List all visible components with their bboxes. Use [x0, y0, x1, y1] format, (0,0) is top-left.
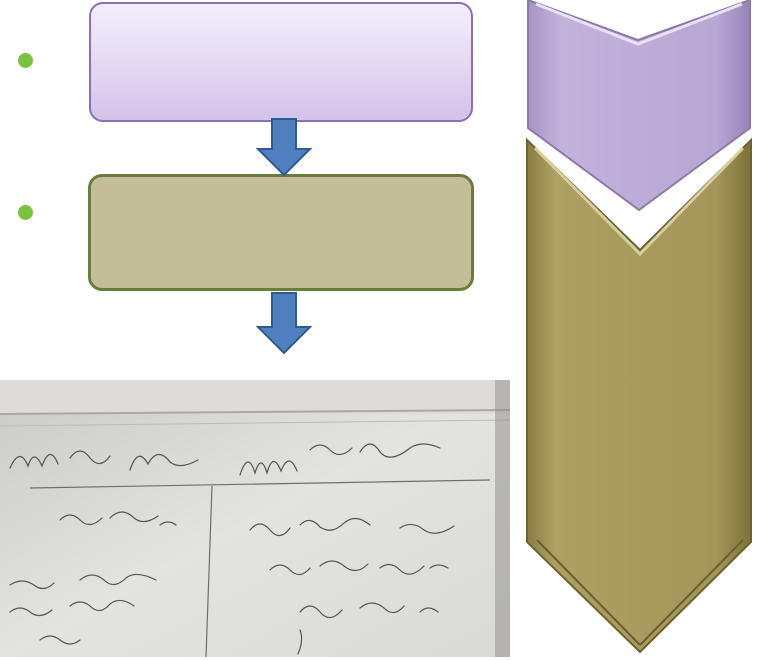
flow-box-middle [88, 174, 474, 291]
down-arrow-2 [255, 292, 313, 355]
bullet-dot-2 [18, 205, 33, 220]
bullet-dot-1 [18, 53, 33, 68]
flipchart-photo [0, 380, 510, 657]
chevron-olive [526, 137, 752, 654]
chevron-purple [527, 0, 751, 212]
down-arrow-1 [255, 118, 313, 177]
flow-box-top [89, 2, 473, 122]
